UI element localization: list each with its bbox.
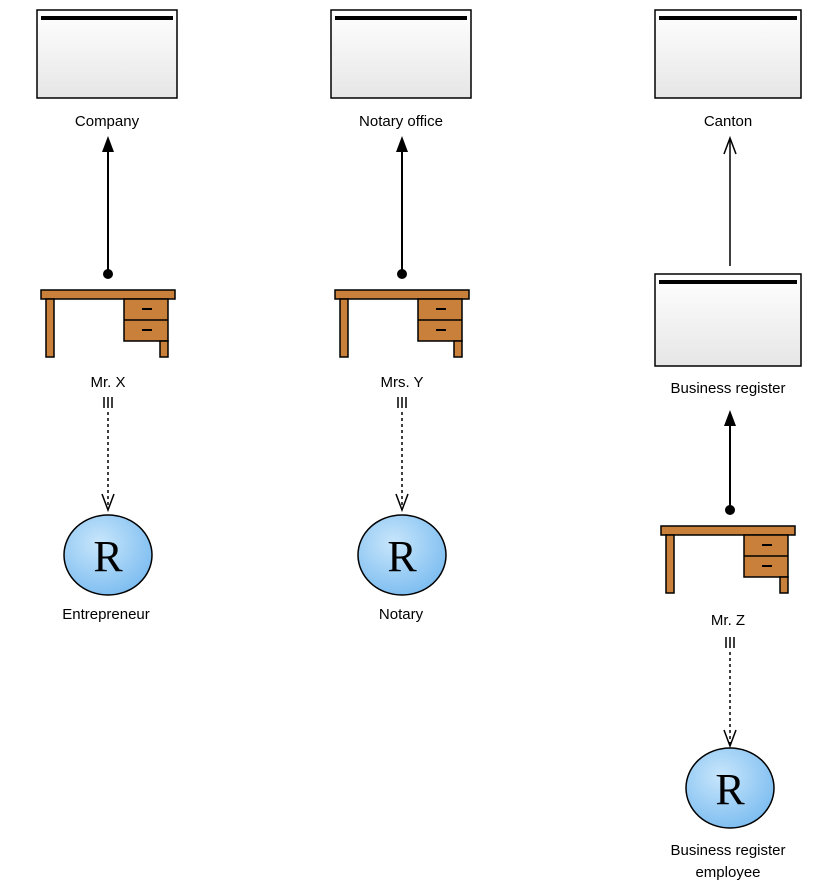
position-label: Mrs. Y [380,374,423,391]
connector-mrsy-notary-office[interactable] [396,136,408,279]
org-unit-label: Business register [670,380,785,397]
org-unit-icon [330,9,472,99]
role-label-line-1: Business register [670,842,785,859]
org-unit-company[interactable]: Company [36,9,178,130]
role-label: Notary [379,606,424,623]
role-business-register-employee[interactable]: R Business register employee [670,747,786,881]
position-mr-z[interactable]: Mr. Z [660,525,796,629]
connector-mrx-company[interactable] [102,136,114,279]
desk-icon [334,289,470,358]
org-unit-icon [654,9,802,99]
role-link-mrsy-notary[interactable] [395,397,409,513]
connector-business-register-canton[interactable] [723,135,737,266]
org-unit-notary-office[interactable]: Notary office [330,9,472,130]
position-mr-x[interactable]: Mr. X [40,289,176,391]
triple-bar-marker-icon [103,397,113,408]
triple-bar-marker-icon [725,637,735,648]
role-notary[interactable]: R Notary [357,514,447,623]
triple-bar-marker-icon [397,397,407,408]
role-glyph: R [715,765,745,814]
position-label: Mr. X [90,374,125,391]
role-icon: R [357,514,447,596]
role-icon: R [685,747,775,829]
role-entrepreneur[interactable]: R Entrepreneur [62,514,153,623]
role-link-mrz-employee[interactable] [723,637,737,749]
position-label: Mr. Z [711,612,745,629]
org-unit-label: Company [75,113,140,130]
connector-mrz-business-register[interactable] [724,410,736,515]
desk-icon [40,289,176,358]
org-unit-icon [36,9,178,99]
desk-icon [660,525,796,594]
org-unit-icon [654,273,802,367]
role-link-mrx-entrepreneur[interactable] [101,397,115,513]
role-label-line-2: employee [695,864,760,881]
org-unit-label: Canton [704,113,752,130]
role-label: Entrepreneur [62,606,150,623]
role-glyph: R [93,532,123,581]
org-unit-business-register[interactable]: Business register [654,273,802,397]
role-icon: R [63,514,153,596]
role-glyph: R [387,532,417,581]
org-unit-label: Notary office [359,113,443,130]
org-unit-canton[interactable]: Canton [654,9,802,130]
position-mrs-y[interactable]: Mrs. Y [334,289,470,391]
